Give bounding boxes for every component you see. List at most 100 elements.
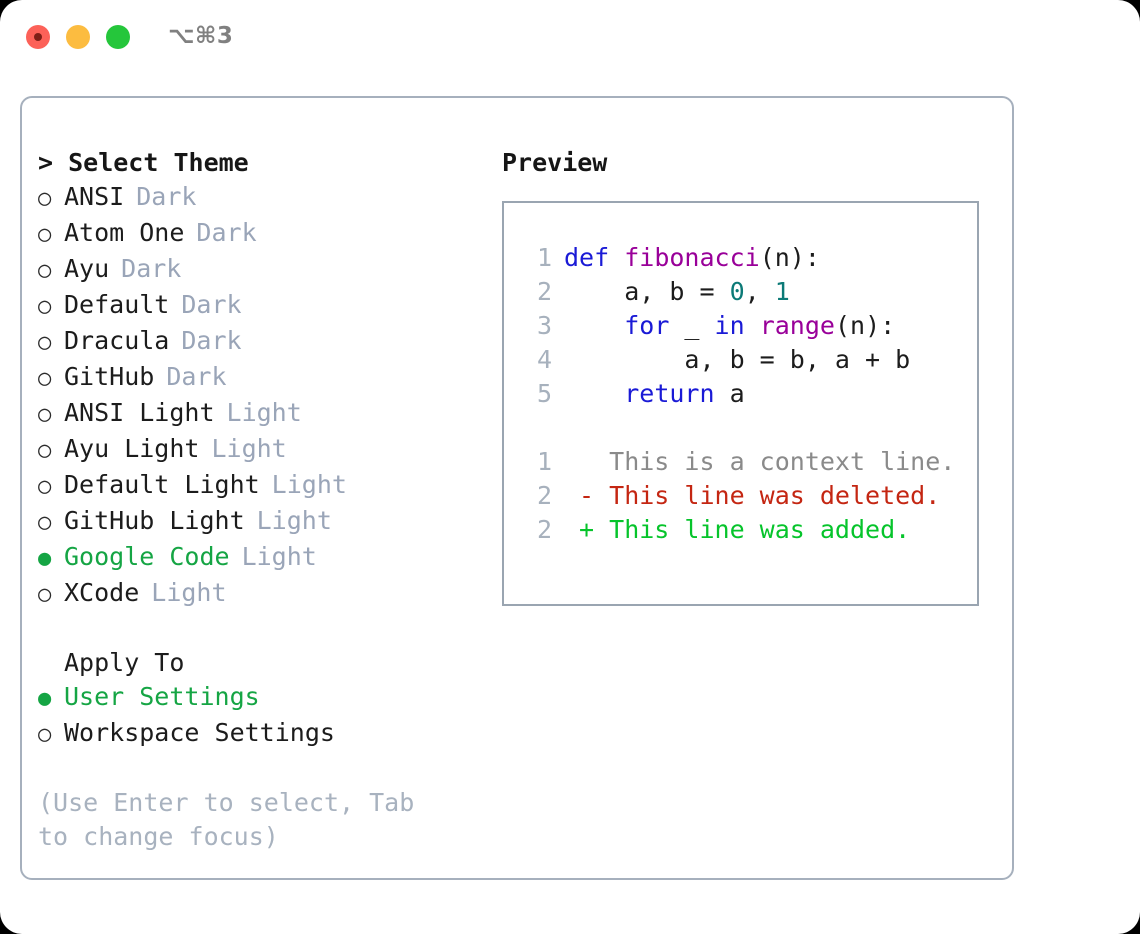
theme-variant-badge: Dark bbox=[136, 182, 197, 211]
theme-name: Google Code bbox=[64, 542, 230, 571]
close-window-icon[interactable] bbox=[26, 25, 50, 49]
theme-variant-badge: Light bbox=[211, 434, 287, 463]
code-token-pl: a bbox=[714, 379, 745, 408]
diff-line-deleted: 2 - This line was deleted. bbox=[524, 479, 977, 513]
theme-list-item[interactable]: ● Google Code Light bbox=[38, 540, 488, 576]
code-text: def fibonacci(n): bbox=[564, 241, 820, 275]
line-number: 1 bbox=[536, 243, 552, 272]
code-token-pl bbox=[564, 379, 624, 408]
diff-text: + This line was added. bbox=[564, 515, 911, 544]
line-number: 2 bbox=[536, 277, 552, 306]
theme-name: Default Light bbox=[64, 470, 260, 499]
theme-variant-badge: Light bbox=[226, 398, 302, 427]
code-token-kw: def bbox=[564, 243, 625, 272]
code-token-pl bbox=[745, 311, 760, 340]
code-token-pl: , bbox=[744, 277, 775, 306]
diff-line-added: 2 + This line was added. bbox=[524, 513, 977, 547]
radio-unselected-icon: ○ bbox=[38, 510, 52, 535]
line-number: 3 bbox=[536, 311, 552, 340]
line-number: 2 bbox=[536, 515, 552, 544]
code-token-num: 1 bbox=[774, 277, 790, 306]
theme-list-item[interactable]: ○ Default Light Light bbox=[38, 468, 488, 504]
radio-unselected-icon: ○ bbox=[38, 222, 52, 247]
code-token-kw: return bbox=[624, 379, 715, 408]
radio-selected-icon: ● bbox=[38, 546, 52, 571]
code-token-fn: range bbox=[759, 311, 835, 340]
theme-name: Ayu Light bbox=[64, 434, 200, 463]
apply-to-list: ● User Settings ○Workspace Settings bbox=[38, 680, 488, 752]
select-theme-heading: > Select Theme bbox=[38, 148, 249, 177]
theme-list-item[interactable]: ○ Ayu Light Light bbox=[38, 432, 488, 468]
code-token-pl: a, b = bbox=[564, 277, 730, 306]
apply-to-heading: Apply To bbox=[64, 648, 185, 677]
theme-list-item[interactable]: ○ ANSI Dark bbox=[38, 180, 488, 216]
code-text: return a bbox=[564, 377, 745, 411]
code-text: for _ in range(n): bbox=[564, 309, 895, 343]
theme-variant-badge: Dark bbox=[121, 254, 182, 283]
theme-name: ANSI bbox=[64, 182, 125, 211]
line-number: 4 bbox=[536, 345, 552, 374]
theme-variant-badge: Light bbox=[256, 506, 332, 535]
diff-text: This is a context line. bbox=[564, 447, 956, 476]
theme-list-item[interactable]: ○ GitHub Light Light bbox=[38, 504, 488, 540]
maximize-window-icon[interactable] bbox=[106, 25, 130, 49]
diff-line-context: 1 This is a context line. bbox=[524, 445, 977, 479]
apply-to-option[interactable]: ○Workspace Settings bbox=[38, 716, 488, 752]
code-token-pl: (n): bbox=[834, 311, 896, 340]
theme-name: Atom One bbox=[64, 218, 185, 247]
theme-name: Dracula bbox=[64, 326, 170, 355]
line-number: 5 bbox=[536, 379, 552, 408]
code-token-pl: _ bbox=[669, 311, 715, 340]
radio-unselected-icon: ○ bbox=[38, 330, 52, 355]
theme-list-item[interactable]: ○ GitHub Dark bbox=[38, 360, 488, 396]
theme-variant-badge: Light bbox=[241, 542, 317, 571]
code-line: 1 def fibonacci(n): bbox=[524, 241, 977, 275]
theme-list-item[interactable]: ○ ANSI Light Light bbox=[38, 396, 488, 432]
diff-text: - This line was deleted. bbox=[564, 481, 941, 510]
code-token-kw: in bbox=[714, 311, 745, 340]
radio-unselected-icon: ○ bbox=[38, 474, 52, 499]
line-number: 2 bbox=[536, 481, 552, 510]
theme-name: XCode bbox=[64, 578, 140, 607]
theme-variant-badge: Light bbox=[151, 578, 227, 607]
theme-name: GitHub Light bbox=[64, 506, 245, 535]
apply-to-option[interactable]: ● User Settings bbox=[38, 680, 488, 716]
line-number: 1 bbox=[536, 447, 552, 476]
code-token-pl: a, b = b, a + b bbox=[564, 345, 911, 374]
diff-sample: 1 This is a context line.2 - This line w… bbox=[524, 445, 977, 547]
radio-unselected-icon: ○ bbox=[38, 366, 52, 391]
radio-selected-icon: ● bbox=[38, 686, 52, 711]
apply-to-label: User Settings bbox=[64, 682, 260, 711]
code-diff-spacer bbox=[524, 411, 977, 445]
code-token-kw: for bbox=[624, 311, 670, 340]
radio-unselected-icon: ○ bbox=[38, 402, 52, 427]
radio-unselected-icon: ○ bbox=[38, 438, 52, 463]
minimize-window-icon[interactable] bbox=[66, 25, 90, 49]
preview-heading: Preview bbox=[502, 148, 608, 177]
theme-variant-badge: Dark bbox=[181, 290, 242, 319]
code-token-pl: (n): bbox=[759, 243, 820, 272]
title-bar: ⌥⌘3 bbox=[0, 0, 1140, 78]
code-text: a, b = b, a + b bbox=[564, 343, 910, 377]
theme-variant-badge: Light bbox=[271, 470, 347, 499]
code-line: 5 return a bbox=[524, 377, 977, 411]
theme-name: ANSI Light bbox=[64, 398, 215, 427]
radio-unselected-icon: ○ bbox=[38, 186, 52, 211]
code-token-pl bbox=[564, 311, 624, 340]
theme-variant-badge: Dark bbox=[166, 362, 227, 391]
code-line: 3 for _ in range(n): bbox=[524, 309, 977, 343]
keyboard-shortcut-label: ⌥⌘3 bbox=[168, 23, 234, 49]
theme-name: GitHub bbox=[64, 362, 155, 391]
code-token-num: 0 bbox=[729, 277, 745, 306]
